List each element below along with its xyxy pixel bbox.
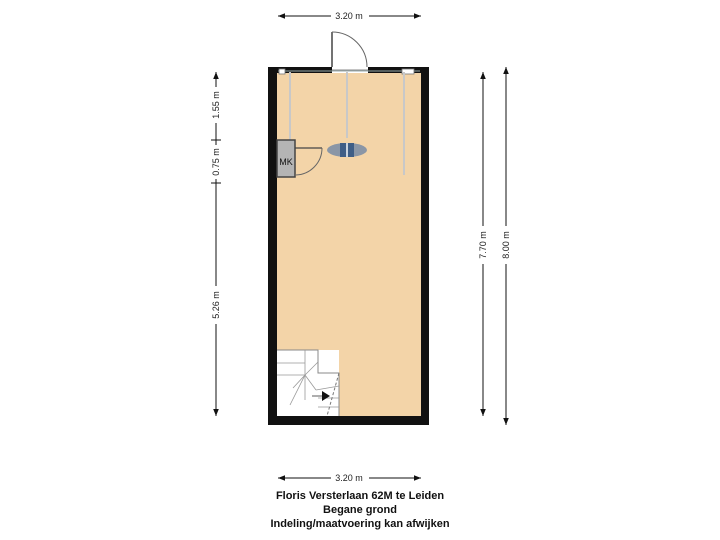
dimension-top: 3.20 m xyxy=(278,10,421,22)
dimension-right-outer: 8.00 m xyxy=(500,67,512,425)
dimension-left-segment-2: 0.75 m xyxy=(211,148,221,176)
window-frame xyxy=(401,68,415,75)
cupboard-door-swing xyxy=(295,147,323,176)
dimension-bottom-label: 3.20 m xyxy=(335,473,363,483)
dimension-left: 1.55 m 0.75 m 5.26 m xyxy=(210,72,222,416)
dimension-right-inner: 7.70 m xyxy=(477,72,489,416)
dimension-bottom: 3.20 m xyxy=(278,472,421,484)
footer-address: Floris Versterlaan 62M te Leiden xyxy=(275,490,445,502)
stair-direction-arrow-icon xyxy=(322,391,330,401)
window-frame xyxy=(278,68,286,75)
dimension-right-inner-label: 7.70 m xyxy=(478,231,488,259)
dimension-left-segment-3: 5.26 m xyxy=(211,291,221,319)
meter-cupboard-label: MK xyxy=(279,157,293,167)
staircase xyxy=(277,349,340,417)
front-door-swing xyxy=(331,31,368,68)
dimension-right-outer-label: 8.00 m xyxy=(501,231,511,259)
footer-floor: Begane grond xyxy=(323,504,397,516)
dimension-left-segment-1: 1.55 m xyxy=(211,91,221,119)
footer-disclaimer: Indeling/maatvoering kan afwijken xyxy=(270,518,450,530)
meter-cupboard xyxy=(276,139,296,178)
dimension-top-label: 3.20 m xyxy=(335,11,363,21)
